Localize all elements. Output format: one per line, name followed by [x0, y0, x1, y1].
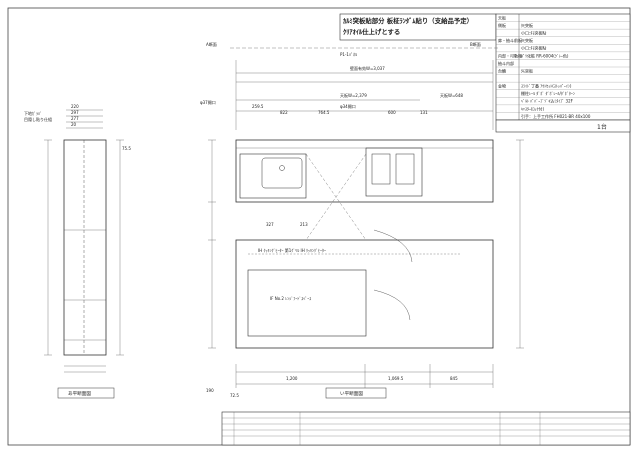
dim-i-2595: 259.5 [252, 104, 264, 109]
hood-label: IF No.2 ﾚﾝｼﾞﾌｰﾄﾞｽﾍﾟｰｽ [270, 295, 311, 301]
dim-i-counter: 天板W=2,379 [340, 92, 367, 98]
spec-row-label: 天板 [498, 14, 506, 20]
dim-i-600: 600 [388, 110, 396, 115]
spec-row-value: 小口:ﾀﾓ突板貼 [521, 45, 546, 51]
pipe-note-2: 目隠し貼り仕組 [24, 116, 52, 122]
spec-table: 天板側板ﾀﾓ突板小口:ﾀﾓ突板貼扉・抽斗前板ﾀﾓ突板小口:ﾀﾓ突板貼内部・可動棚… [495, 13, 631, 133]
dim-i-327: 327 [266, 222, 274, 227]
dim-i-822: 822 [280, 110, 288, 115]
spec-row-value: ﾀﾓ突板 [521, 67, 533, 73]
spec-row-label: 抽斗内部 [498, 60, 514, 66]
spec-row-value: 小口:ﾀﾓ突板貼 [521, 30, 546, 36]
spec-row-value: ｷｬｽﾀｰ(ﾛｯｸ付) [521, 105, 545, 111]
spec-row-value: ﾀﾓ突板 [521, 22, 533, 28]
spec-row-label: 内部・可動棚 [498, 52, 522, 58]
dim-i-1200: 1,200 [286, 376, 298, 381]
p1-panel: P1-1ﾊﾟﾈﾙ [340, 51, 357, 57]
view-label-i: い平断面図 [340, 390, 363, 397]
spec-row-label: 台輪 [498, 67, 506, 73]
dim-i-10695: 1,069.5 [388, 376, 404, 381]
dim-a-20: 20 [71, 122, 77, 127]
dim-a-297: 297 [71, 110, 79, 115]
spec-row-label: 扉・抽斗前板 [498, 37, 522, 43]
quantity-label: 1台 [597, 123, 607, 131]
dim-i-d34: φ34開口 [340, 103, 356, 109]
dim-i-764: 764.5 [318, 110, 330, 115]
spec-row-label: 金物 [498, 83, 506, 89]
spec-row-value: ｽﾗｲﾄﾞ丁番 ｱｳﾄｾｯﾄ(ｽﾄｯﾊﾟｰｲﾝ) [521, 83, 572, 89]
pipe-note: 下地ｶﾞﾗﾊﾞ [24, 110, 42, 116]
dim-a-220: 220 [71, 104, 79, 109]
spec-row-label: 側板 [498, 22, 506, 28]
spec-row-value: ﾍﾞﾙﾄ ﾊﾟﾊﾞｰﾌﾞｿﾞｷ込ﾐﾀｲﾌﾟ 32F [521, 98, 574, 104]
spec-row-value: ﾀﾓ突板 [521, 37, 533, 43]
header-note-line2: ｸﾘｱｵｲﾙ仕上げとする [343, 27, 400, 36]
plan-i [208, 47, 524, 399]
dim-i-648: 天板W=648 [440, 92, 463, 98]
sink-label: IH ｸｯｷﾝｸﾞﾋｰﾀｰ 第1ｸﾞﾘﾙ IH ｸｯｷﾝｸﾞﾋｰﾀｰ [258, 247, 326, 253]
dim-i-d37: φ37開口 [200, 99, 216, 105]
dim-i-total: 壁面有効W=3,037 [350, 65, 385, 71]
section-a: A断面 [206, 41, 217, 47]
dim-i-190: 190 [206, 388, 214, 393]
section-b: B断面 [470, 41, 481, 47]
dim-i-131: 131 [420, 110, 428, 115]
title-block [221, 411, 631, 446]
dim-i-213: 213 [300, 222, 308, 227]
dim-a-755: 75.5 [122, 146, 131, 151]
spec-row-value: ﾎﾟﾘ化粧 RR-6004(ｸﾞﾚｰ色) [521, 52, 569, 58]
spec-row-value: 引手：上手工作所 FH021-BR 40x100 [521, 113, 591, 119]
view-label-a: あ平断面図 [68, 390, 91, 397]
plan-a [44, 109, 124, 399]
dim-i-845: 845 [450, 376, 458, 381]
spec-row-value: 棚柱ﾚｰﾙ ﾀﾞﾎﾞ ﾀﾞﾎﾞﾚｰﾙ/ﾀﾞﾎﾞﾀｰﾝ [521, 90, 575, 96]
dim-a-277: 277 [71, 116, 79, 121]
header-note-line1: ｶﾙﾐ突板貼部分 板柾ﾗﾝﾀﾞﾑ貼り（支給品予定） [343, 16, 473, 25]
header-note-box: ｶﾙﾐ突板貼部分 板柾ﾗﾝﾀﾞﾑ貼り（支給品予定） ｸﾘｱｵｲﾙ仕上げとする [339, 13, 497, 41]
dim-i-725: 72.5 [230, 393, 239, 398]
